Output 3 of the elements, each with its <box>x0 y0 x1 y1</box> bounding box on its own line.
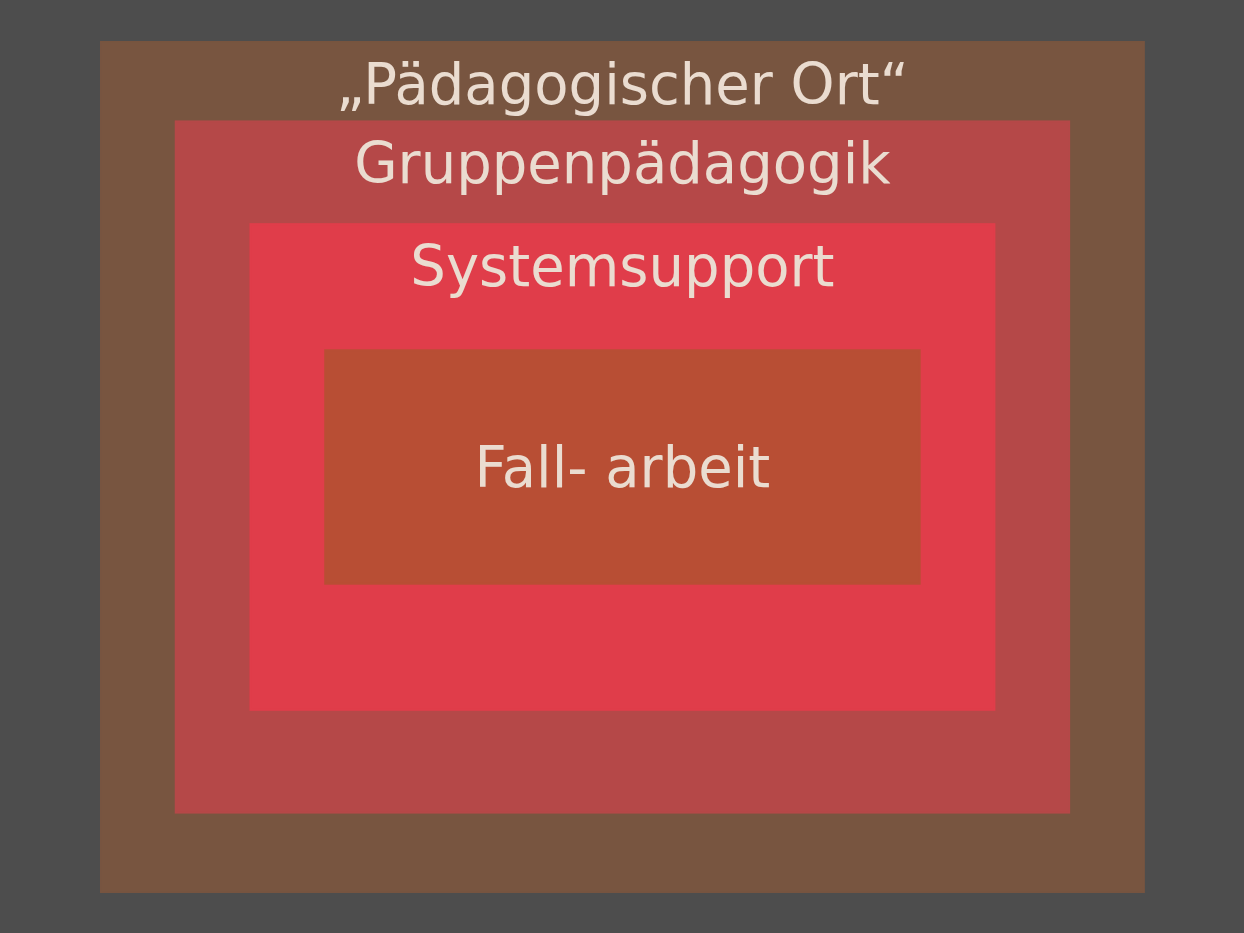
node-box <box>323 348 921 585</box>
cluster <box>249 222 995 711</box>
cluster <box>174 119 1070 814</box>
